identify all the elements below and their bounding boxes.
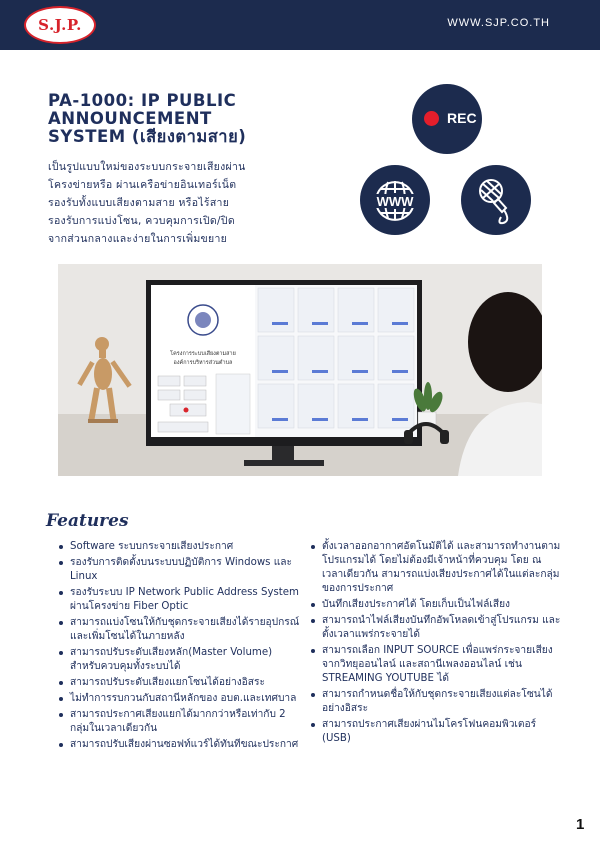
list-item: ตั้งเวลาออกอากาศอัตโนมัติได้ และสามารถทำ…	[311, 541, 561, 594]
features-list-left: Software ระบบกระจายเสียงประกาศ รองรับการ…	[56, 540, 302, 754]
microphone-badge	[461, 165, 531, 235]
list-item: ไม่ทำการรบกวนกับสถานีหลักของ อบต.และเทศบ…	[59, 692, 302, 706]
rec-badge: REC	[412, 84, 482, 154]
list-item: สามารถเลือก INPUT SOURCE เพื่อแพร่กระจาย…	[311, 644, 562, 686]
screen-heading-line1: โครงการระบบเสียงตามสาย	[170, 349, 236, 357]
header-bar: S.J.P. WWW.SJP.CO.TH	[0, 0, 600, 50]
logo-text: S.J.P.	[38, 16, 82, 34]
page-number: 1	[576, 816, 585, 833]
list-item: รองรับการติดตั้งบนระบบปฏิบัติการ Windows…	[59, 556, 302, 584]
features-list-right: ตั้งเวลาออกอากาศอัตโนมัติได้ และสามารถทำ…	[308, 540, 562, 748]
list-item: สามารถปรับเสียงผ่านซอฟท์แวร์ได้ทันทีขณะป…	[59, 738, 302, 752]
list-item: สามารถแบ่งโซนให้กับชุดกระจายเสียงได้รายอ…	[59, 616, 302, 644]
list-item: Software ระบบกระจายเสียงประกาศ	[59, 540, 302, 554]
list-item: สามารถกำหนดชื่อให้กับชุดกระจายเสียงแต่ละ…	[311, 688, 562, 716]
site-url-link[interactable]: WWW.SJP.CO.TH	[447, 17, 550, 29]
page-title: PA-1000: IP PUBLIC ANNOUNCEMENT SYSTEM (…	[48, 91, 247, 146]
list-item: สามารถประกาศเสียงผ่านไมโครโฟนคอมพิวเตอร์…	[311, 718, 562, 746]
features-heading: Features	[46, 511, 129, 531]
product-photo: โครงการระบบเสียงตามสาย องค์การบริหารส่วน…	[58, 264, 542, 476]
globe-www-badge: WWW	[360, 165, 430, 235]
list-item: รองรับระบบ IP Network Public Address Sys…	[59, 586, 302, 614]
intro-paragraph: เป็นรูปแบบใหม่ของระบบกระจายเสียงผ่าน โคร…	[48, 161, 246, 245]
microphone-icon	[479, 179, 509, 225]
list-item: สามารถประกาศเสียงแยกได้มากกว่าหรือเท่ากั…	[59, 708, 302, 736]
list-item: สามารถปรับระดับเสียงหลัก(Master Volume) …	[59, 646, 302, 674]
record-dot-icon	[424, 110, 439, 126]
globe-icon: WWW	[372, 181, 418, 221]
screen-heading-line2: องค์การบริหารส่วนตำบล	[174, 359, 233, 366]
list-item: สามารถปรับระดับเสียงแยกโซนได้อย่างอิสระ	[59, 676, 302, 690]
www-label: WWW	[377, 194, 415, 209]
list-item: สามารถนำไฟล์เสียงบันทึกอัพโหลดเข้าสู่โปร…	[311, 615, 561, 640]
sjp-logo[interactable]: S.J.P.	[24, 6, 96, 44]
list-item: บันทึกเสียงประกาศได้ โดยเก็บเป็นไฟล์เสีย…	[311, 598, 562, 612]
rec-label: REC	[447, 110, 477, 126]
